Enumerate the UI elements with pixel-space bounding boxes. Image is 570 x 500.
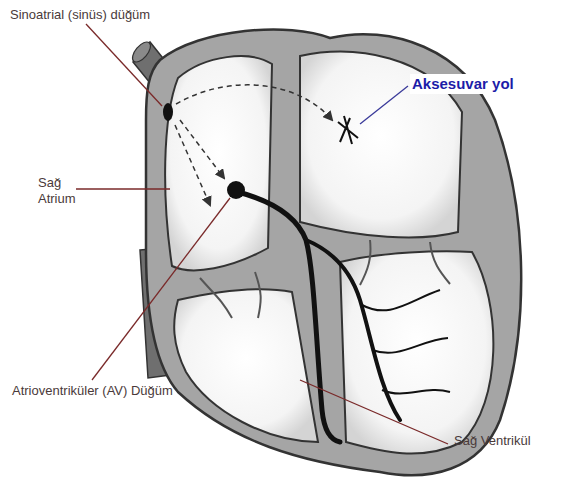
part-label: Sağ Atrium (36, 174, 78, 207)
leader-line (86, 24, 162, 106)
bundle-branch (238, 192, 340, 442)
impulse-arrow (176, 85, 332, 120)
valve-leaflet (200, 272, 261, 318)
leader-line (92, 198, 230, 380)
left-ventricle-chamber (340, 251, 493, 453)
sa-node (163, 103, 173, 121)
leader-line (360, 86, 408, 124)
part-label: Sağ Ventrikül (452, 432, 533, 450)
leader-line (76, 188, 170, 189)
heart-wall (146, 29, 521, 475)
av-node (227, 181, 245, 199)
impulse-arrow (180, 120, 224, 178)
part-label: Atrioventriküler (AV) Düğüm (10, 382, 175, 400)
part-label: Aksesuvar yol (410, 74, 516, 94)
purkinje-fibers (362, 290, 450, 394)
valve-leaflet (360, 240, 450, 285)
leader-line (300, 380, 448, 444)
right-ventricle-chamber (174, 289, 318, 442)
bundle-branch (306, 240, 400, 420)
accessory-pathway (338, 116, 358, 144)
vena-cava-opening (129, 39, 154, 65)
part-label: Sinoatrial (sinüs) düğüm (8, 6, 152, 24)
